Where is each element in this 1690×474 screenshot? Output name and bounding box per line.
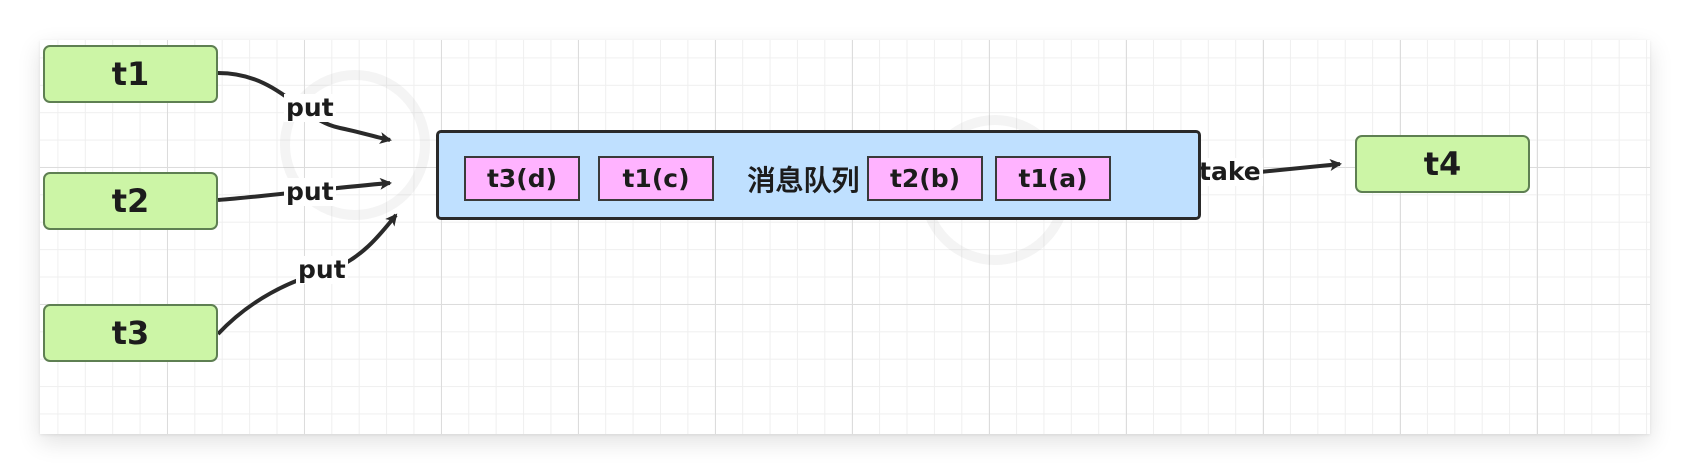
message-queue: t3(d) t1(c) 消息队列 t2(b) t1(a) bbox=[436, 130, 1201, 220]
watermark-logo-left bbox=[280, 70, 430, 220]
queue-message-t3d: t3(d) bbox=[464, 156, 580, 201]
edge-label-put-t2: put bbox=[284, 177, 336, 206]
queue-message-t2b: t2(b) bbox=[867, 156, 983, 201]
thread-node-t3: t3 bbox=[43, 304, 218, 362]
queue-title: 消息队列 bbox=[747, 163, 860, 197]
queue-message-label: t2(b) bbox=[889, 164, 961, 193]
edge-label-put-t1: put bbox=[284, 93, 336, 122]
queue-message-label: t1(a) bbox=[1018, 164, 1088, 193]
thread-node-label: t3 bbox=[111, 314, 150, 352]
thread-node-t1: t1 bbox=[43, 45, 218, 103]
thread-node-t2: t2 bbox=[43, 172, 218, 230]
edge-label-put-t3: put bbox=[296, 255, 348, 284]
diagram-canvas: t1 t2 t3 t4 put put put take t3(d) t1(c)… bbox=[40, 40, 1650, 434]
queue-message-label: t1(c) bbox=[622, 164, 690, 193]
thread-node-label: t4 bbox=[1423, 145, 1462, 183]
thread-node-label: t1 bbox=[111, 55, 150, 93]
edge-t1-to-queue bbox=[217, 71, 392, 144]
thread-node-t4: t4 bbox=[1355, 135, 1530, 193]
queue-message-t1c: t1(c) bbox=[598, 156, 714, 201]
edge-label-take: take bbox=[1197, 157, 1263, 186]
connector-layer bbox=[216, 71, 1342, 336]
thread-node-label: t2 bbox=[111, 182, 150, 220]
queue-message-label: t3(d) bbox=[486, 164, 558, 193]
queue-message-t1a: t1(a) bbox=[995, 156, 1111, 201]
